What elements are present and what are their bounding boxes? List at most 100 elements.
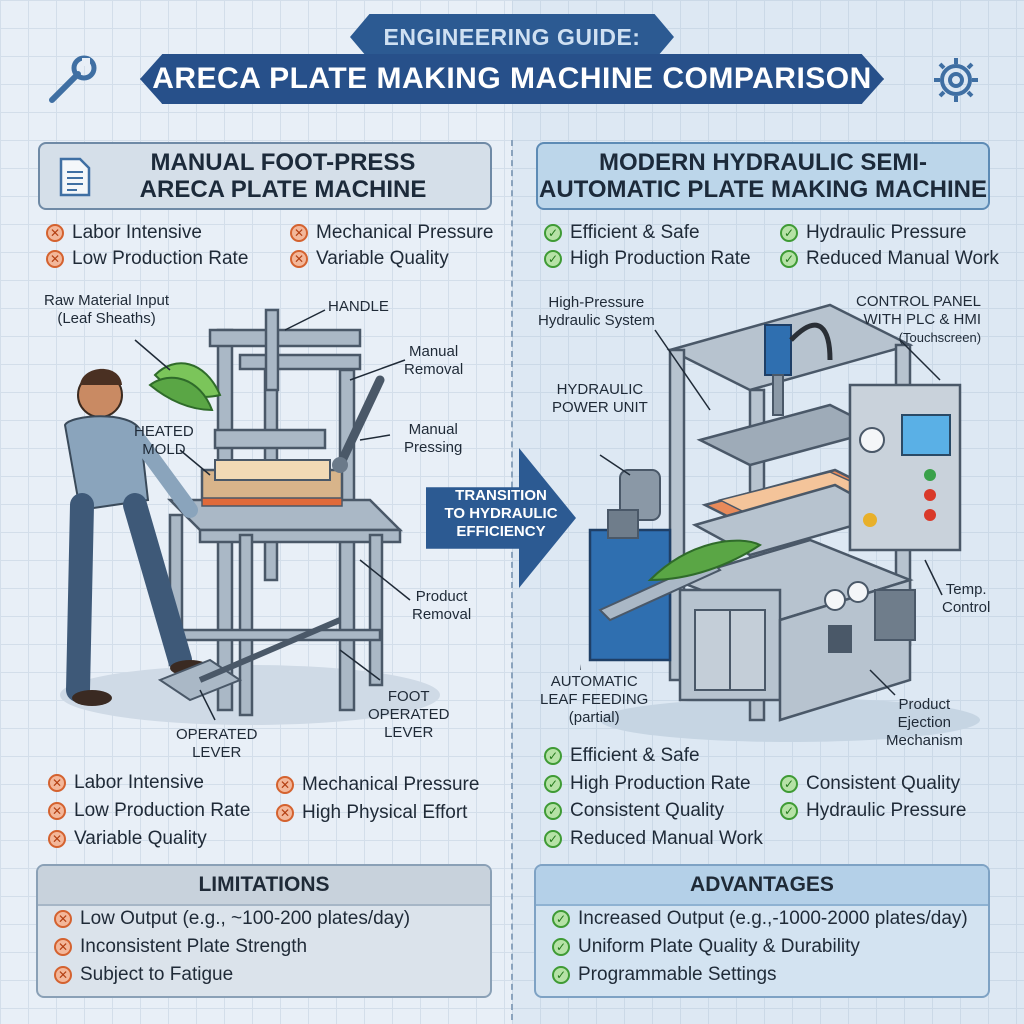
item-text: Labor Intensive (74, 772, 204, 793)
cross-icon: ✕ (48, 802, 66, 820)
hydraulic-bottom-item: ✓ High Production Rate (544, 773, 751, 795)
label-line: Product (898, 696, 951, 713)
hydraulic-title-line1: MODERN HYDRAULIC SEMI- (598, 149, 927, 176)
item-text: Low Production Rate (72, 248, 249, 269)
label-line: HEATED (134, 423, 194, 440)
label-line: HYDRAULIC (556, 381, 644, 398)
label-line: Removal (404, 361, 464, 378)
limitations-box: LIMITATIONS ✕Low Output (e.g., ~100-200 … (36, 864, 492, 998)
raw-material-label: Raw Material Input(Leaf Sheaths) (44, 292, 169, 328)
hydraulic-section-header: MODERN HYDRAULIC SEMI- AUTOMATIC PLATE M… (536, 142, 990, 210)
label-line: Control (942, 599, 991, 616)
hydraulic-bottom-item: ✓ Hydraulic Pressure (780, 800, 967, 822)
label-line: Temp. (945, 581, 987, 598)
wrench-icon (49, 55, 97, 103)
advantages-title: ADVANTAGES (536, 866, 988, 906)
check-icon: ✓ (552, 966, 570, 984)
cross-icon: ✕ (54, 938, 72, 956)
advantage-item: ✓ Increased Output (e.g.,-1000-2000 plate… (552, 908, 968, 930)
hydraulic-bottom-item: ✓ Reduced Manual Work (544, 828, 763, 850)
cross-icon: ✕ (46, 250, 64, 268)
check-icon: ✓ (544, 830, 562, 848)
label-line: LEAF FEEDING (540, 691, 649, 708)
cross-icon: ✕ (290, 250, 308, 268)
check-icon: ✓ (780, 802, 798, 820)
label-line: Manual (408, 343, 459, 360)
item-text: Efficient & Safe (570, 745, 700, 766)
item-text: Mechanical Pressure (302, 774, 480, 795)
item-text: High Production Rate (570, 773, 751, 794)
label-line: Mechanism (886, 732, 963, 749)
manual-top-item: ✕Mechanical Pressure (290, 222, 493, 244)
gear-icon (934, 58, 978, 102)
manual-bottom-item: ✕Variable Quality (48, 828, 207, 850)
check-icon: ✓ (780, 224, 798, 242)
manual-section-header: MANUAL FOOT-PRESS ARECA PLATE MACHINE (38, 142, 492, 210)
label-line: LEVER (192, 744, 242, 761)
label-line: HANDLE (328, 298, 389, 315)
cross-icon: ✕ (54, 910, 72, 928)
label-line: (Touchscreen) (898, 330, 982, 345)
label-line: Removal (412, 606, 472, 623)
cross-icon: ✕ (46, 224, 64, 242)
manual-bottom-item: ✕Labor Intensive (48, 772, 204, 794)
cross-icon: ✕ (54, 966, 72, 984)
manual-machine-illustration (60, 308, 440, 725)
label-line: MOLD (142, 441, 186, 458)
hydraulic-machine-illustration (580, 303, 980, 742)
check-icon: ✓ (552, 910, 570, 928)
check-icon: ✓ (544, 802, 562, 820)
manual-top-item: ✕ Variable Quality (290, 248, 449, 270)
check-icon: ✓ (544, 775, 562, 793)
transition-line: EFFICIENCY (456, 523, 546, 540)
item-text: Subject to Fatigue (80, 964, 234, 985)
item-text: Reduced Manual Work (806, 248, 999, 269)
manual-title-line1: MANUAL FOOT-PRESS (150, 149, 416, 176)
item-text: Variable Quality (316, 248, 449, 269)
page-title-text: ARECA PLATE MAKING MACHINE COMPARISON (152, 62, 872, 95)
temp-control-label: Temp.Control (942, 581, 990, 617)
title-kicker-text: ENGINEERING GUIDE: (383, 23, 641, 50)
item-text: Efficient & Safe (570, 222, 700, 243)
item-text: Labor Intensive (72, 222, 202, 243)
hydraulic-top-item: ✓Reduced Manual Work (780, 248, 999, 270)
label-line: (partial) (568, 709, 620, 726)
check-icon: ✓ (544, 250, 562, 268)
hydraulic-title-line2: AUTOMATIC PLATE MAKING MACHINE (539, 176, 987, 203)
label-line: (Leaf Sheaths) (57, 310, 156, 327)
item-text: Hydraulic Pressure (806, 800, 967, 821)
item-text: Reduced Manual Work (570, 828, 763, 849)
item-text: Consistent Quality (806, 773, 961, 794)
page-title: ARECA PLATE MAKING MACHINE COMPARISON (140, 54, 884, 104)
label-line: LEVER (384, 724, 434, 741)
hydraulic-bottom-item: ✓ Consistent Quality (780, 773, 960, 795)
label-line: OPERATED (176, 726, 258, 743)
label-line: High-Pressure (548, 294, 645, 311)
limitation-item: ✕ Subject to Fatigue (54, 964, 233, 986)
cross-icon: ✕ (48, 830, 66, 848)
cross-icon: ✕ (276, 804, 294, 822)
label-line: Manual (408, 421, 458, 438)
handle-label: HANDLE (328, 298, 389, 316)
manual-top-item: ✕ Labor Intensive (46, 222, 202, 244)
label-line: WITH PLC & HMI (863, 311, 982, 328)
check-icon: ✓ (780, 775, 798, 793)
cross-icon: ✕ (290, 224, 308, 242)
item-text: Increased Output (e.g.,-1000-2000 plates… (578, 908, 968, 929)
label-line: FOOT (387, 688, 430, 705)
label-line: Hydraulic System (538, 312, 655, 329)
transition-line: TRANSITION (455, 487, 547, 504)
hydraulic-bottom-item: ✓ Efficient & Safe (544, 745, 700, 767)
check-icon: ✓ (544, 747, 562, 765)
item-text: High Physical Effort (302, 802, 468, 823)
item-text: Inconsistent Plate Strength (80, 936, 308, 957)
item-text: Uniform Plate Quality & Durability (578, 936, 860, 957)
manual-title-line2: ARECA PLATE MACHINE (139, 176, 427, 203)
